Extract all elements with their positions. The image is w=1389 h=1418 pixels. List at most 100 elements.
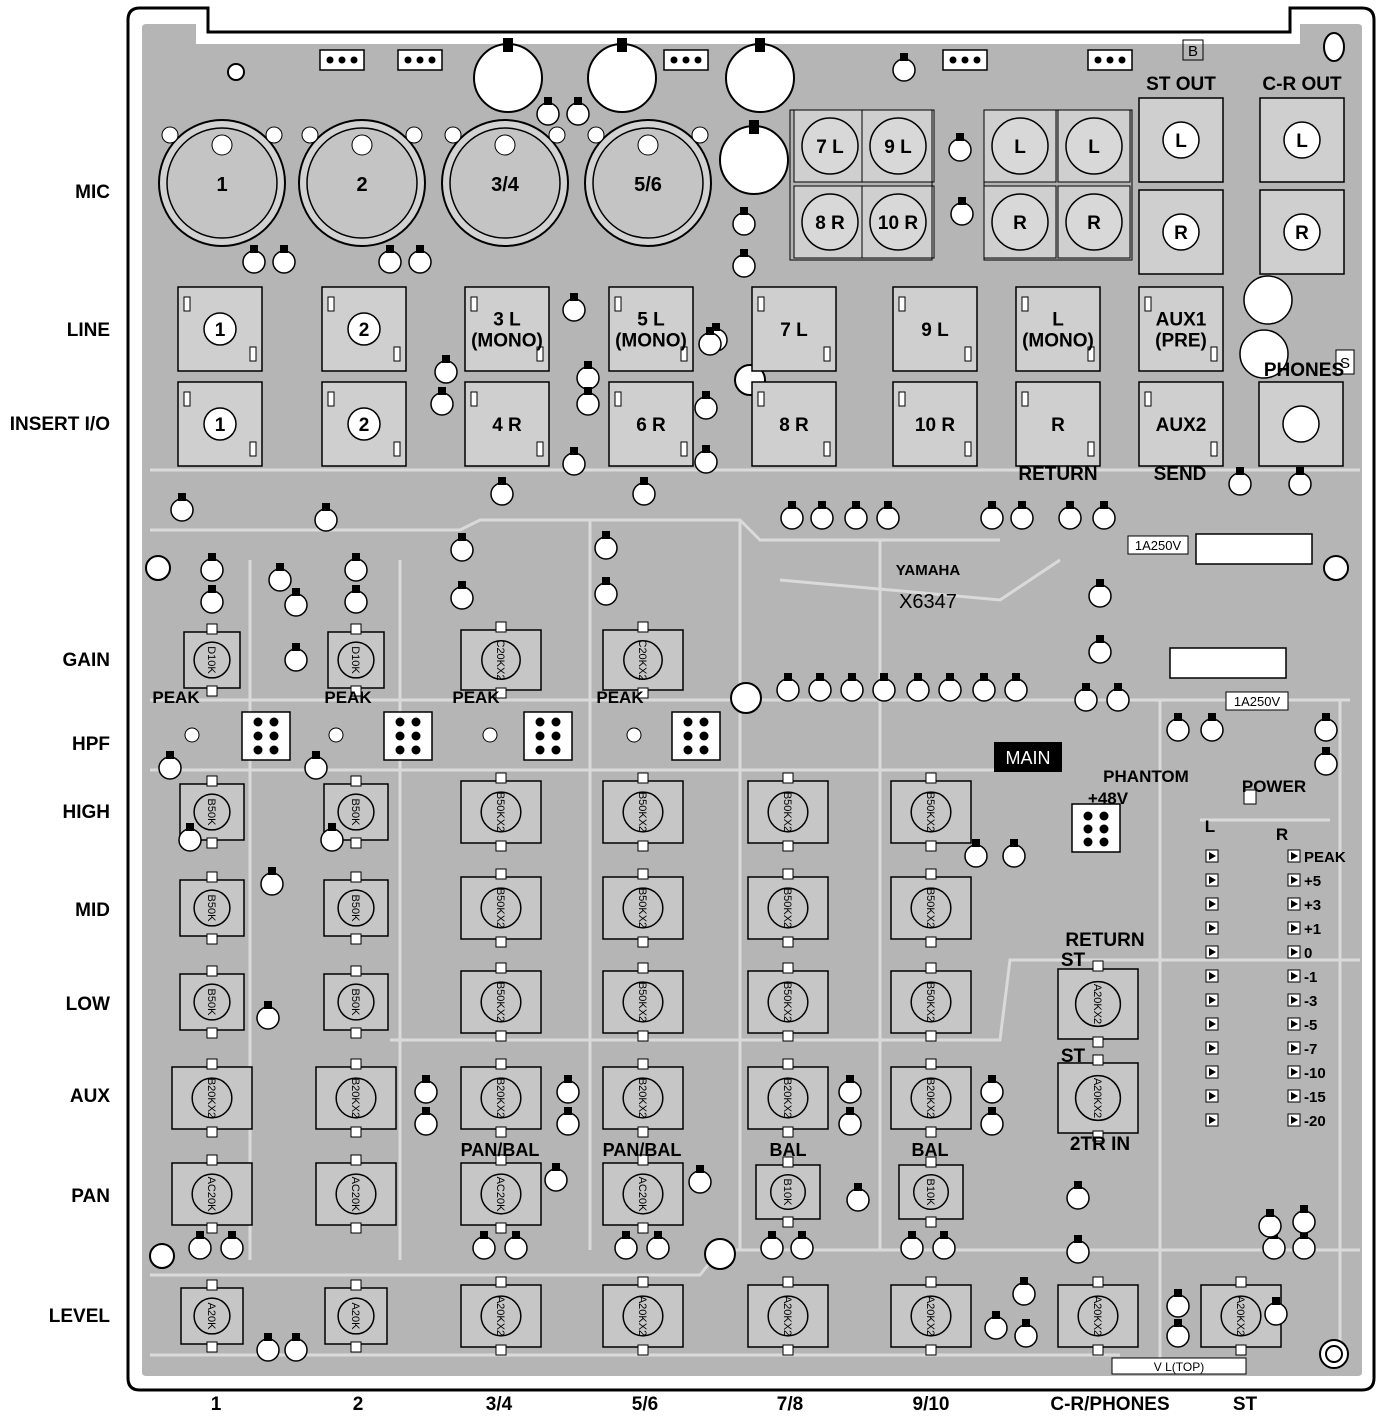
insert-jack-6[interactable]: 10 R <box>892 381 978 467</box>
capacitor-101 <box>892 53 916 82</box>
gain-pot-5-6[interactable]: C20KX2 <box>602 621 684 699</box>
mid-pot-3[interactable]: B50KX2 <box>460 868 542 948</box>
level-pot-2[interactable]: A20K <box>324 1279 388 1353</box>
level-pot-1[interactable]: A20K <box>180 1279 244 1353</box>
insert-jack-1[interactable]: 1 <box>177 381 263 467</box>
meter-scale-label: +1 <box>1304 921 1321 938</box>
line-jack-3[interactable]: 3 L(MONO) <box>464 286 550 372</box>
upper-jack-4[interactable]: 10 R <box>861 185 935 259</box>
mid-pot-4[interactable]: B50KX2 <box>602 868 684 948</box>
upper-jack-1[interactable]: 7 L <box>793 109 867 183</box>
return-st-pot[interactable]: A20KX2 <box>1057 960 1139 1048</box>
level-pot-3[interactable]: A20KX2 <box>460 1276 542 1356</box>
pan-pot-2[interactable]: AC20K <box>315 1154 397 1234</box>
mid-pot-1[interactable]: B50K <box>179 871 245 945</box>
out-jack-1[interactable]: L <box>1138 97 1224 183</box>
capacitor-15 <box>632 477 656 506</box>
hpf-switch-3[interactable] <box>523 711 573 761</box>
low-pot-2[interactable]: B50K <box>323 965 389 1039</box>
line-jack-4[interactable]: 5 L(MONO) <box>608 286 694 372</box>
high-pot-5[interactable]: B50KX2 <box>747 772 829 852</box>
aux-pot-4[interactable]: B20KX2 <box>602 1058 684 1138</box>
mic-jack-4[interactable]: 5/6 <box>584 119 712 247</box>
insert-jack-3[interactable]: 4 R <box>464 381 550 467</box>
column-label-7-8: 7/8 <box>776 1394 804 1415</box>
mic-jack-3[interactable]: 3/4 <box>441 119 569 247</box>
aux-pot-4-value: B20KX2 <box>636 1078 648 1118</box>
st-pot[interactable]: A20KX2 <box>1057 1054 1139 1142</box>
pan-pot-1[interactable]: AC20K <box>171 1154 253 1234</box>
insert-jack-8[interactable]: AUX2 <box>1138 381 1224 467</box>
level-pot-4[interactable]: A20KX2 <box>602 1276 684 1356</box>
return-jack-1[interactable]: L <box>983 109 1057 183</box>
upper-jack-3[interactable]: 8 R <box>793 185 867 259</box>
capacitor-100 <box>1002 839 1026 868</box>
aux-pot-2[interactable]: B20KX2 <box>315 1058 397 1138</box>
capacitor-84 <box>284 1333 308 1362</box>
phantom-switch[interactable] <box>1071 803 1121 853</box>
hpf-switch-2[interactable] <box>383 711 433 761</box>
capacitor-86 <box>1014 1319 1038 1348</box>
mid-pot-6[interactable]: B50KX2 <box>890 868 972 948</box>
upper-jack-2[interactable]: 9 L <box>861 109 935 183</box>
mid-pot-2[interactable]: B50K <box>323 871 389 945</box>
low-pot-1[interactable]: B50K <box>179 965 245 1039</box>
line-jack-6[interactable]: 9 L <box>892 286 978 372</box>
insert-jack-2[interactable]: 2 <box>321 381 407 467</box>
capacitor-3 <box>200 553 224 582</box>
out-jack-3[interactable]: R <box>1138 189 1224 275</box>
low-pot-6[interactable]: B50KX2 <box>890 962 972 1042</box>
aux-pot-3[interactable]: B20KX2 <box>460 1058 542 1138</box>
out-jack-4[interactable]: R <box>1259 189 1345 275</box>
ic-1 <box>319 49 365 71</box>
line-jack-7-label: L(MONO) <box>1022 310 1094 352</box>
mid-pot-5[interactable]: B50KX2 <box>747 868 829 948</box>
return-jack-3[interactable]: R <box>983 185 1057 259</box>
line-jack-7[interactable]: L(MONO) <box>1015 286 1101 372</box>
capacitor-29 <box>938 673 962 702</box>
hpf-switch-1[interactable] <box>241 711 291 761</box>
high-pot-4[interactable]: B50KX2 <box>602 772 684 852</box>
high-pot-6[interactable]: B50KX2 <box>890 772 972 852</box>
aux-pot-6[interactable]: B20KX2 <box>890 1058 972 1138</box>
insert-jack-5[interactable]: 8 R <box>751 381 837 467</box>
low-pot-5[interactable]: B50KX2 <box>747 962 829 1042</box>
level-pot-5[interactable]: A20KX2 <box>747 1276 829 1356</box>
hpf-switch-4[interactable] <box>671 711 721 761</box>
pan-pot-3-4[interactable]: AC20K <box>460 1154 542 1234</box>
insert-jack-4[interactable]: 6 R <box>608 381 694 467</box>
capacitor-98 <box>1088 635 1112 664</box>
column-label-5-6: 5/6 <box>631 1394 659 1415</box>
gain-pot-2-value: D10K <box>349 646 361 674</box>
level-pot-6[interactable]: A20KX2 <box>890 1276 972 1356</box>
line-jack-2[interactable]: 2 <box>321 286 407 372</box>
low-pot-4[interactable]: B50KX2 <box>602 962 684 1042</box>
out-jack-label: R <box>1174 223 1188 244</box>
level-pot-7[interactable]: A20KX2 <box>1057 1276 1139 1356</box>
mic-jack-1[interactable]: 1 <box>158 119 286 247</box>
gain-pot-2[interactable]: D10K <box>327 623 385 697</box>
line-jack-5[interactable]: 7 L <box>751 286 837 372</box>
bal-pot-9-10[interactable]: B10K <box>898 1156 964 1228</box>
gain-pot-1[interactable]: D10K <box>183 623 241 697</box>
insert-jack-7[interactable]: R <box>1015 381 1101 467</box>
out-jack-2[interactable]: L <box>1259 97 1345 183</box>
level-pot-6-value: A20KX2 <box>924 1296 936 1336</box>
line-jack-8[interactable]: AUX1(PRE) <box>1138 286 1224 372</box>
gain-pot-3-4[interactable]: C20KX2 <box>460 621 542 699</box>
aux-pot-5[interactable]: B20KX2 <box>747 1058 829 1138</box>
mic-jack-2[interactable]: 2 <box>298 119 426 247</box>
line-jack-1[interactable]: 1 <box>177 286 263 372</box>
high-pot-2[interactable]: B50K <box>323 775 389 849</box>
aux-pot-1[interactable]: B20KX2 <box>171 1058 253 1138</box>
phones-jack[interactable] <box>1258 381 1344 467</box>
pan-pot-5-6[interactable]: AC20K <box>602 1154 684 1234</box>
return-jack-2[interactable]: L <box>1057 109 1131 183</box>
bal-pot-7-8[interactable]: B10K <box>755 1156 821 1228</box>
column-label-9-10: 9/10 <box>912 1394 950 1415</box>
low-pot-3[interactable]: B50KX2 <box>460 962 542 1042</box>
high-pot-3[interactable]: B50KX2 <box>460 772 542 852</box>
return-jack-4[interactable]: R <box>1057 185 1131 259</box>
